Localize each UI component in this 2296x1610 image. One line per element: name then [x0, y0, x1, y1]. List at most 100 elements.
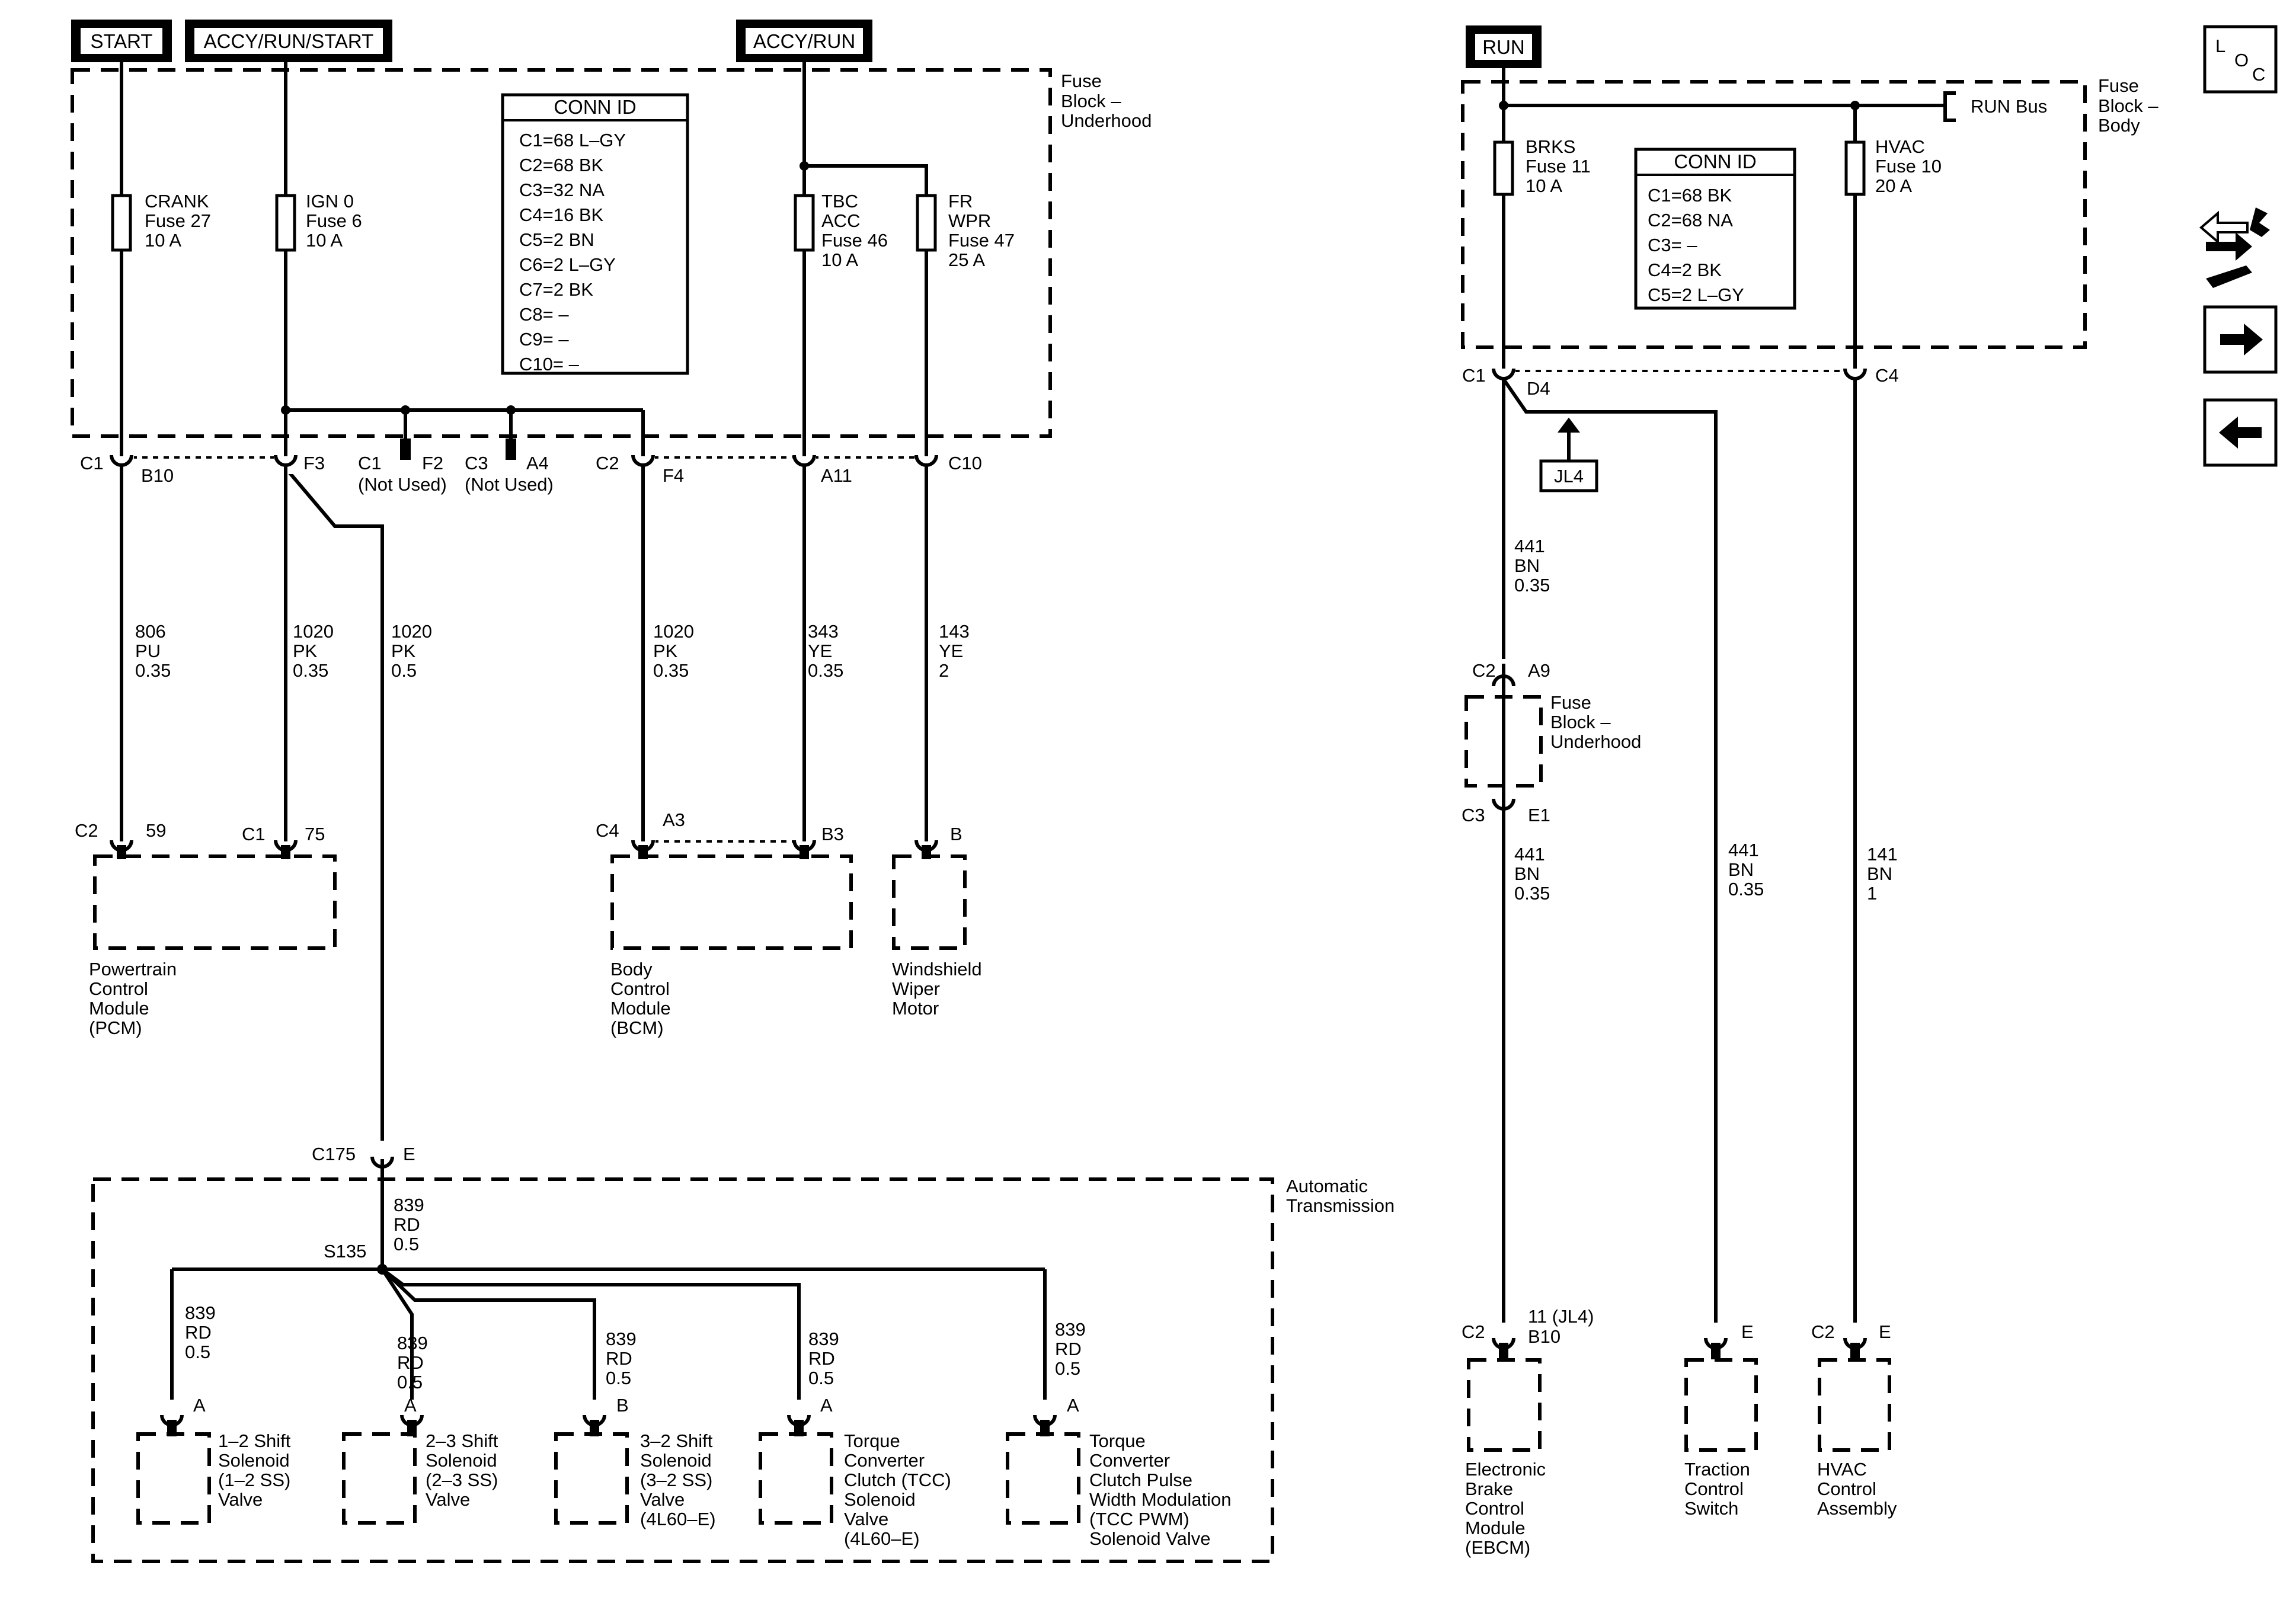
- svg-text:Body: Body: [2098, 115, 2140, 136]
- svg-text:HVAC: HVAC: [1875, 136, 1925, 157]
- solenoid-1-2-shift: A 1–2 Shift Solenoid (1–2 SS) Valve: [136, 1395, 291, 1525]
- svg-text:B3: B3: [821, 824, 844, 844]
- previous-page-button[interactable]: [2203, 398, 2278, 467]
- svg-text:(TCC PWM): (TCC PWM): [1089, 1509, 1189, 1529]
- svg-text:Transmission: Transmission: [1286, 1195, 1395, 1216]
- power-source-run-label: RUN: [1482, 36, 1525, 58]
- conn-id-row: C6=2 L–GY: [519, 254, 616, 275]
- loc-button[interactable]: L O C: [2203, 25, 2278, 94]
- svg-text:HVAC: HVAC: [1817, 1459, 1867, 1480]
- svg-text:Width Modulation: Width Modulation: [1089, 1489, 1232, 1510]
- ebcm-module: C2 11 (JL4) B10 Electronic Brake Control…: [1462, 1306, 1594, 1558]
- svg-text:20 A: 20 A: [1875, 175, 1912, 196]
- svg-text:10 A: 10 A: [1526, 175, 1562, 196]
- wrench-icon[interactable]: [2199, 207, 2271, 288]
- svg-text:0.5: 0.5: [606, 1368, 631, 1388]
- arrow-up-icon: [1558, 417, 1580, 433]
- svg-text:Torque: Torque: [844, 1430, 900, 1451]
- svg-text:Fuse 11: Fuse 11: [1526, 156, 1591, 177]
- svg-text:Automatic: Automatic: [1286, 1176, 1368, 1196]
- svg-text:0.35: 0.35: [135, 660, 171, 681]
- conn-id-row: C7=2 BK: [519, 279, 593, 300]
- power-source-start: START: [71, 20, 172, 62]
- svg-text:IGN 0: IGN 0: [306, 191, 354, 212]
- svg-text:Valve: Valve: [426, 1489, 470, 1510]
- right-fuses: BRKS Fuse 11 10 A HVAC Fuse 10 20 A: [1493, 136, 1942, 196]
- svg-text:0.5: 0.5: [1055, 1358, 1080, 1379]
- conn-id-row: C3= –: [1648, 235, 1697, 255]
- power-source-accy-run-start: ACCY/RUN/START: [185, 20, 392, 62]
- svg-text:1–2 Shift: 1–2 Shift: [218, 1430, 291, 1451]
- svg-text:Valve: Valve: [640, 1489, 685, 1510]
- svg-text:RD: RD: [808, 1348, 835, 1369]
- svg-text:D4: D4: [1527, 378, 1550, 399]
- svg-text:C2: C2: [1462, 1321, 1485, 1342]
- circuit-hvac: 141 BN 1: [1853, 379, 1898, 1327]
- svg-text:11 (JL4): 11 (JL4): [1528, 1306, 1594, 1327]
- svg-text:BN: BN: [1728, 859, 1754, 880]
- svg-text:Solenoid: Solenoid: [218, 1450, 290, 1471]
- svg-text:C4: C4: [596, 820, 619, 841]
- svg-text:Module: Module: [1465, 1518, 1526, 1538]
- svg-text:Fuse 10: Fuse 10: [1875, 156, 1942, 177]
- svg-text:A: A: [1067, 1395, 1079, 1416]
- conn-id-row: C8= –: [519, 304, 569, 325]
- svg-text:BN: BN: [1514, 555, 1540, 576]
- fuse-icon: [916, 194, 937, 252]
- svg-text:Assembly: Assembly: [1817, 1498, 1897, 1519]
- svg-text:Clutch Pulse: Clutch Pulse: [1089, 1470, 1192, 1490]
- svg-text:FR: FR: [948, 191, 973, 212]
- svg-text:YE: YE: [808, 641, 832, 661]
- svg-text:(EBCM): (EBCM): [1465, 1537, 1530, 1558]
- fuse-icon: [794, 194, 815, 252]
- svg-text:C1: C1: [80, 453, 104, 473]
- svg-text:E: E: [1741, 1321, 1754, 1342]
- next-page-button[interactable]: [2203, 305, 2278, 374]
- svg-text:343: 343: [808, 621, 839, 642]
- svg-text:Traction: Traction: [1684, 1459, 1750, 1480]
- svg-text:0.35: 0.35: [653, 660, 689, 681]
- svg-text:10 A: 10 A: [145, 230, 181, 251]
- svg-text:A11: A11: [821, 465, 852, 486]
- svg-text:0.5: 0.5: [391, 660, 417, 681]
- svg-text:C2: C2: [596, 453, 619, 473]
- conn-id-title-left: CONN ID: [554, 96, 636, 118]
- svg-text:75: 75: [305, 824, 325, 844]
- svg-text:C4: C4: [1875, 365, 1899, 386]
- svg-text:Control: Control: [1465, 1498, 1524, 1519]
- svg-text:Fuse 6: Fuse 6: [306, 210, 362, 231]
- svg-text:Converter: Converter: [1089, 1450, 1170, 1471]
- svg-text:Control: Control: [89, 978, 148, 999]
- svg-text:Control: Control: [610, 978, 670, 999]
- pcm-module: C2 59 C1 75 Powertrain Control Module (P…: [75, 820, 337, 1038]
- svg-text:Brake: Brake: [1465, 1478, 1513, 1499]
- solenoid-3-2-shift: B 3–2 Shift Solenoid (3–2 SS) Valve (4L6…: [554, 1395, 716, 1529]
- fuse-icon: [275, 194, 296, 252]
- svg-text:10 A: 10 A: [306, 230, 343, 251]
- svg-text:839: 839: [397, 1333, 428, 1353]
- wiper-motor-module: B Windshield Wiper Motor: [892, 824, 982, 1019]
- svg-text:YE: YE: [939, 641, 963, 661]
- conn-id-row: C2=68 NA: [1648, 210, 1733, 231]
- svg-text:10 A: 10 A: [821, 249, 858, 270]
- automatic-transmission: Automatic Transmission C175 E 839 RD 0.5…: [91, 1141, 1395, 1563]
- svg-text:Clutch (TCC): Clutch (TCC): [844, 1470, 951, 1490]
- power-source-accy-run: ACCY/RUN: [736, 20, 872, 62]
- svg-text:A: A: [404, 1395, 417, 1416]
- svg-text:839: 839: [1055, 1319, 1086, 1340]
- conn-id-row: C9= –: [519, 329, 569, 350]
- svg-text:WPR: WPR: [948, 210, 991, 231]
- svg-text:A9: A9: [1528, 660, 1550, 681]
- svg-text:Wiper: Wiper: [892, 978, 940, 999]
- svg-text:Module: Module: [610, 998, 671, 1019]
- svg-text:Torque: Torque: [1089, 1430, 1146, 1451]
- svg-text:(2–3 SS): (2–3 SS): [426, 1470, 498, 1490]
- svg-text:E: E: [403, 1144, 415, 1164]
- svg-text:A4: A4: [526, 453, 549, 473]
- svg-text:0.35: 0.35: [1514, 575, 1550, 596]
- svg-text:1020: 1020: [653, 621, 694, 642]
- svg-text:F4: F4: [663, 465, 684, 486]
- svg-text:A: A: [193, 1395, 206, 1416]
- fuse-icon: [111, 194, 132, 252]
- fuse-block-connectors-left: C1 B10 F3 C1 F2 (Not Used) C3 A4 (Not Us…: [80, 438, 982, 495]
